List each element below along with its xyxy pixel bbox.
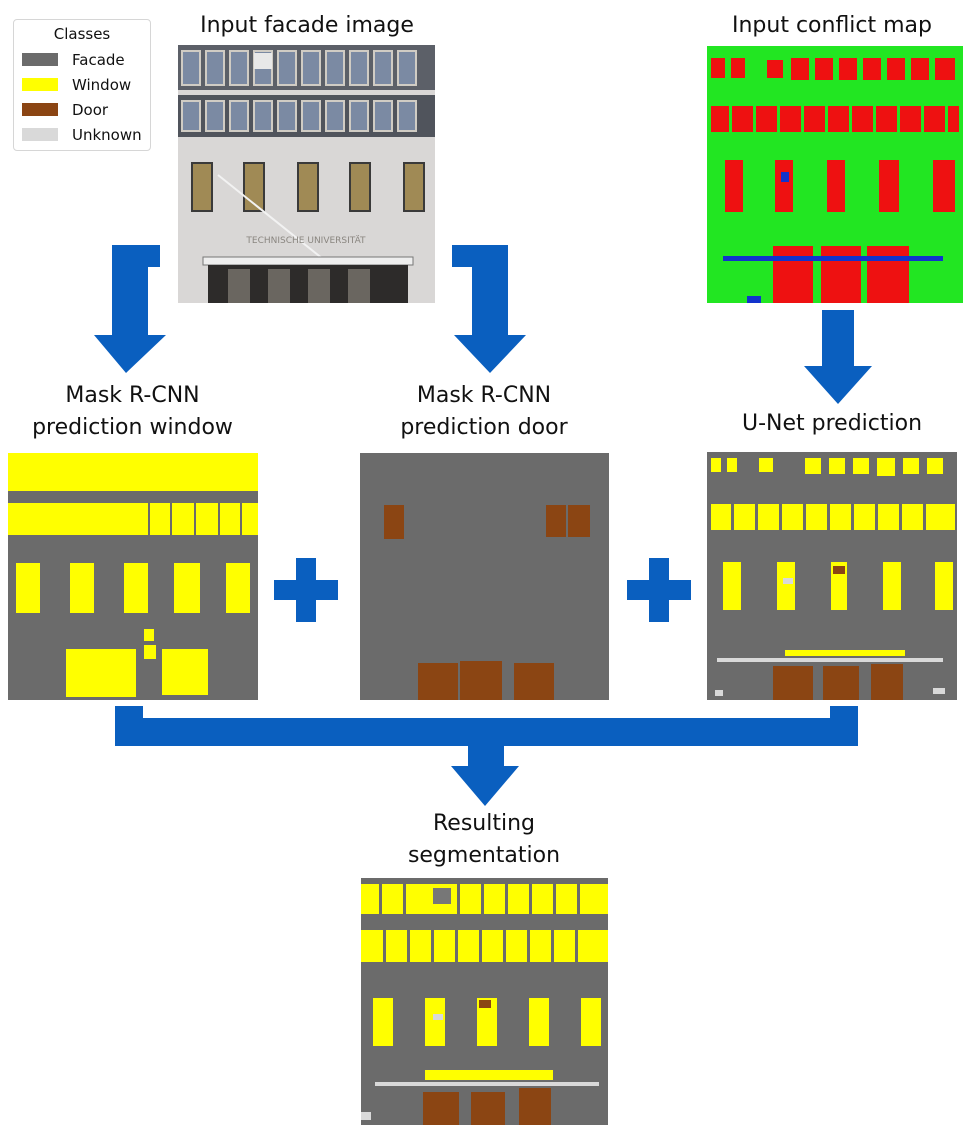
resulting-segmentation (361, 878, 608, 1125)
maskrcnn-window-label-line2: prediction window (32, 415, 233, 440)
legend-item-door: Door (22, 97, 142, 122)
maskrcnn-window-prediction (8, 453, 258, 700)
maskrcnn-door-label-line1: Mask R-CNN (416, 383, 552, 408)
legend-swatch-unknown (22, 128, 58, 141)
input-conflict-map (707, 46, 963, 303)
legend-item-window: Window (22, 72, 142, 97)
legend-item-facade: Facade (22, 47, 142, 72)
arrow-conflict-to-unet (804, 310, 872, 404)
result-label-line2: segmentation (407, 843, 561, 868)
legend-label-door: Door (72, 100, 109, 119)
legend-swatch-door (22, 103, 58, 116)
legend-swatch-window (22, 78, 58, 91)
input-facade-image: TECHNISCHE UNIVERSITÄT (178, 45, 435, 303)
legend: Classes Facade Window Door Unknown (13, 19, 151, 151)
maskrcnn-window-label-line1: Mask R-CNN (65, 383, 200, 408)
legend-swatch-facade (22, 53, 58, 66)
merge-arrow (115, 706, 858, 806)
input-facade-label: Input facade image (200, 13, 414, 38)
maskrcnn-door-label-line2: prediction door (400, 415, 568, 440)
input-conflict-label: Input conflict map (731, 13, 933, 38)
result-label-line1: Resulting (433, 811, 535, 836)
arrow-facade-to-window (94, 245, 166, 373)
legend-label-unknown: Unknown (72, 125, 142, 144)
legend-label-window: Window (72, 75, 132, 94)
unet-prediction (707, 452, 957, 700)
maskrcnn-door-prediction (360, 453, 609, 700)
facade-sign-text: TECHNISCHE UNIVERSITÄT (245, 235, 366, 246)
legend-label-facade: Facade (72, 50, 125, 69)
plus-icon-2 (627, 558, 691, 622)
plus-icon-1 (274, 558, 338, 622)
unet-label: U-Net prediction (741, 411, 923, 436)
legend-item-unknown: Unknown (22, 122, 142, 147)
legend-title: Classes (53, 25, 111, 43)
arrow-facade-to-door (452, 245, 526, 373)
